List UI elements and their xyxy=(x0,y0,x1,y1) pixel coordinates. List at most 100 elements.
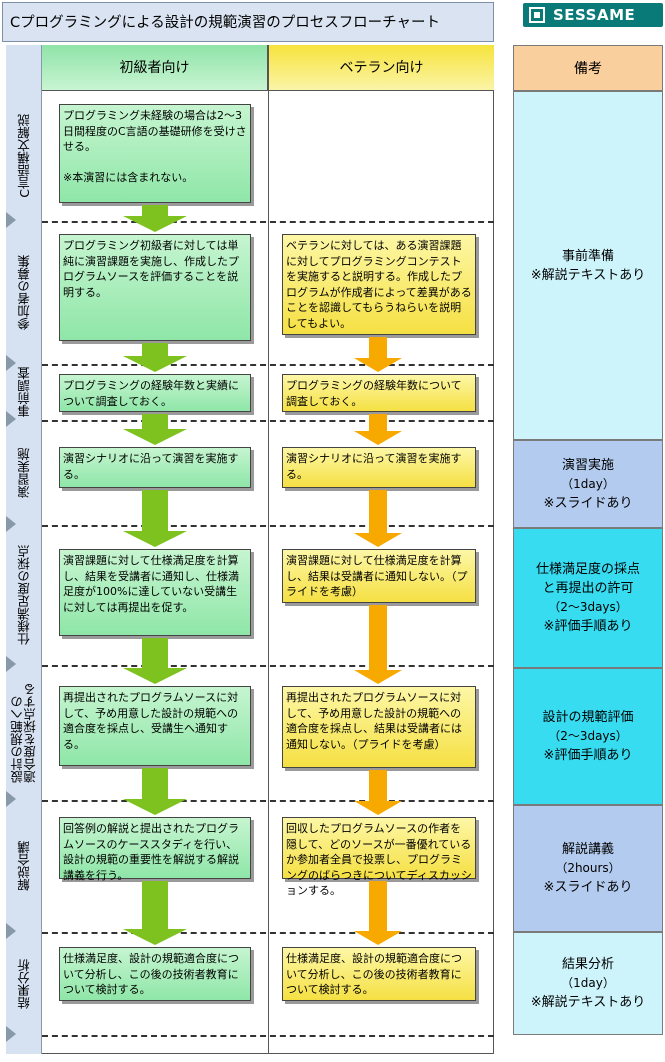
note-line: ※スライドあり xyxy=(543,495,633,511)
stage-chevron-icon xyxy=(6,411,16,427)
note-line: ※評価手順あり xyxy=(543,619,633,634)
novice-flow-arrow-icon-head xyxy=(123,531,187,547)
veteran-step-box: 回収したプログラムソースの作者を隠して、どのソースが一番優れているか参加者全員で… xyxy=(282,817,476,897)
row-separator xyxy=(42,665,494,667)
note-line: 設計の規範評価 xyxy=(542,710,634,725)
note-box: 設計の規範評価 （2〜3days） ※評価手順あり xyxy=(513,668,663,805)
veteran-flow-arrow-icon-head xyxy=(354,931,402,945)
novice-flow-arrow-icon-shaft xyxy=(142,343,168,356)
note-line: （2〜3days） xyxy=(548,729,628,743)
stage-label-text: 仕様満足度の採点 xyxy=(16,545,32,645)
stage-label-text: 解説合講 xyxy=(16,841,32,891)
row-separator xyxy=(42,932,494,934)
stage-label-text: 設計の規範への 適合度を採点する xyxy=(10,682,38,783)
veteran-step-box: 仕様満足度、設計の規範適合度について分析し、この後の技術者教育について検討する。 xyxy=(282,947,476,1001)
note-line: ※解説テキストあり xyxy=(530,995,646,1010)
note-line: 事前準備 xyxy=(561,248,614,264)
veteran-flow-arrow-icon-head xyxy=(354,358,402,372)
row-separator xyxy=(42,364,494,366)
note-line: 演習実施 xyxy=(561,457,614,473)
veteran-flow-arrow-icon-shaft xyxy=(369,881,387,931)
novice-column-header: 初級者向け xyxy=(42,45,268,91)
veteran-step-box: 再提出されたプログラムソースに対して、予め用意した設計の規範への適合度を採点し、… xyxy=(282,686,476,768)
novice-step-box: 仕様満足度、設計の規範適合度について分析し、この後の技術者教育について検討する。 xyxy=(59,947,251,1001)
veteran-flow-arrow-icon-head xyxy=(354,801,402,815)
note-line: ※解説テキストあり xyxy=(530,267,646,283)
stage-chevron-icon xyxy=(6,656,16,672)
row-separator xyxy=(42,525,494,527)
note-line: ※評価手順あり xyxy=(543,748,633,763)
logo-chip-icon xyxy=(529,7,545,23)
stage-label-text: 事前調査 xyxy=(16,367,32,417)
stage-chevron-icon xyxy=(6,1026,16,1042)
stage-label: 結果分析 xyxy=(7,932,41,1035)
veteran-step-box: 演習シナリオに沿って演習を実施する。 xyxy=(282,447,476,488)
stage-chevron-icon xyxy=(6,923,16,939)
novice-step-box: 演習課題に対して仕様満足度を計算し、結果を受講者に通知し、仕様満足度が100%に… xyxy=(59,549,251,636)
stage-label: 設計の規範への 適合度を採点する xyxy=(7,665,41,800)
row-separator xyxy=(42,221,494,223)
stage-chevron-icon xyxy=(6,355,16,371)
veteran-flow-arrow-icon-shaft xyxy=(369,605,387,670)
note-box: 事前準備 ※解説テキストあり xyxy=(513,91,663,440)
novice-flow-arrow-icon-head xyxy=(123,929,187,945)
stage-chevron-icon xyxy=(6,212,16,228)
note-box: 解説講義 （2hours） ※スライドあり xyxy=(513,805,663,932)
novice-flow-arrow-icon-head xyxy=(123,799,187,815)
notes-column-header: 備考 xyxy=(513,45,663,91)
stage-chevron-icon xyxy=(6,516,16,532)
sessame-logo: SESSAME xyxy=(523,3,663,27)
novice-flow-arrow-icon-shaft xyxy=(142,414,168,429)
novice-step-box: 再提出されたプログラムソースに対して、予め用意した設計の規範への適合度を採点し、… xyxy=(59,686,251,766)
note-line: （1day） xyxy=(561,976,615,990)
note-line: （2〜3days） xyxy=(548,600,628,614)
page-title: Cプログラミングによる設計の規範演習のプロセスフローチャート xyxy=(10,15,441,31)
title-bar xyxy=(2,2,494,42)
stage-label-text: 演習実施 xyxy=(16,447,32,498)
veteran-flow-arrow-icon-shaft xyxy=(369,414,387,431)
veteran-flow-arrow-icon-shaft xyxy=(369,337,387,358)
note-line: 結果分析 xyxy=(561,957,614,972)
note-line: 仕様満足度の採点 xyxy=(535,562,640,577)
note-line: ※スライドあり xyxy=(543,880,633,895)
note-line: と再提出の許可 xyxy=(542,581,634,596)
note-line: 解説講義 xyxy=(561,842,614,857)
note-box: 演習実施 （1day） ※スライドあり xyxy=(513,440,663,528)
stage-label: 参加者の募集 xyxy=(7,221,41,364)
stage-label-text: C言語構文解説 xyxy=(16,114,32,198)
novice-step-box: プログラミング未経験の場合は2〜3日間程度のC言語の基礎研修を受けさせる。 ※本… xyxy=(59,104,251,203)
novice-flow-arrow-icon-shaft xyxy=(142,768,168,799)
novice-step-box: 演習シナリオに沿って演習を実施する。 xyxy=(59,447,251,488)
row-separator xyxy=(42,800,494,802)
novice-flow-arrow-icon-head xyxy=(123,429,187,445)
novice-flow-arrow-icon-shaft xyxy=(142,205,168,216)
veteran-flow-arrow-icon-shaft xyxy=(369,490,387,533)
veteran-step-box: ベテランに対しては、ある演習課題に対してプログラミングコンテストを実施すると説明… xyxy=(282,234,476,335)
veteran-step-box: 演習課題に対して仕様満足度を計算し、結果は受講者に通知しない。（プライドを考慮） xyxy=(282,549,476,603)
note-box: 結果分析 （1day） ※解説テキストあり xyxy=(513,932,663,1035)
veteran-flow-arrow-icon-head xyxy=(354,670,402,684)
note-box: 仕様満足度の採点と再提出の許可 （2〜3days） ※評価手順あり xyxy=(513,528,663,668)
veteran-flow-arrow-icon-shaft xyxy=(369,770,387,801)
stage-label: 仕様満足度の採点 xyxy=(7,525,41,665)
stage-chevron-icon xyxy=(6,791,16,807)
novice-step-box: プログラミングの経験年数と実績について調査しておく。 xyxy=(59,374,251,412)
novice-flow-arrow-icon-head xyxy=(123,668,187,684)
row-separator xyxy=(42,420,494,422)
novice-flow-arrow-icon-shaft xyxy=(142,490,168,531)
note-line: （1day） xyxy=(561,476,615,491)
stage-label: 解説合講 xyxy=(7,800,41,932)
novice-flow-arrow-icon-head xyxy=(123,356,187,372)
veteran-step-box: プログラミングの経験年数について調査しておく。 xyxy=(282,374,476,412)
novice-flow-arrow-icon-shaft xyxy=(142,881,168,929)
column-divider xyxy=(268,45,269,1054)
row-separator xyxy=(42,1035,494,1037)
novice-flow-arrow-icon-head xyxy=(123,216,187,232)
stage-label: 演習実施 xyxy=(7,420,41,525)
veteran-flow-arrow-icon-head xyxy=(354,431,402,445)
stage-label-text: 結果分析 xyxy=(16,958,32,1009)
veteran-column-header: ベテラン向け xyxy=(269,45,494,91)
note-line: （2hours） xyxy=(555,861,621,875)
novice-step-box: プログラミング初級者に対しては単純に演習課題を実施し、作成したプログラムソースを… xyxy=(59,234,251,341)
novice-step-box: 回答例の解説と提出されたプログラムソースのケーススタディを行い、設計の規範の重要… xyxy=(59,817,251,882)
